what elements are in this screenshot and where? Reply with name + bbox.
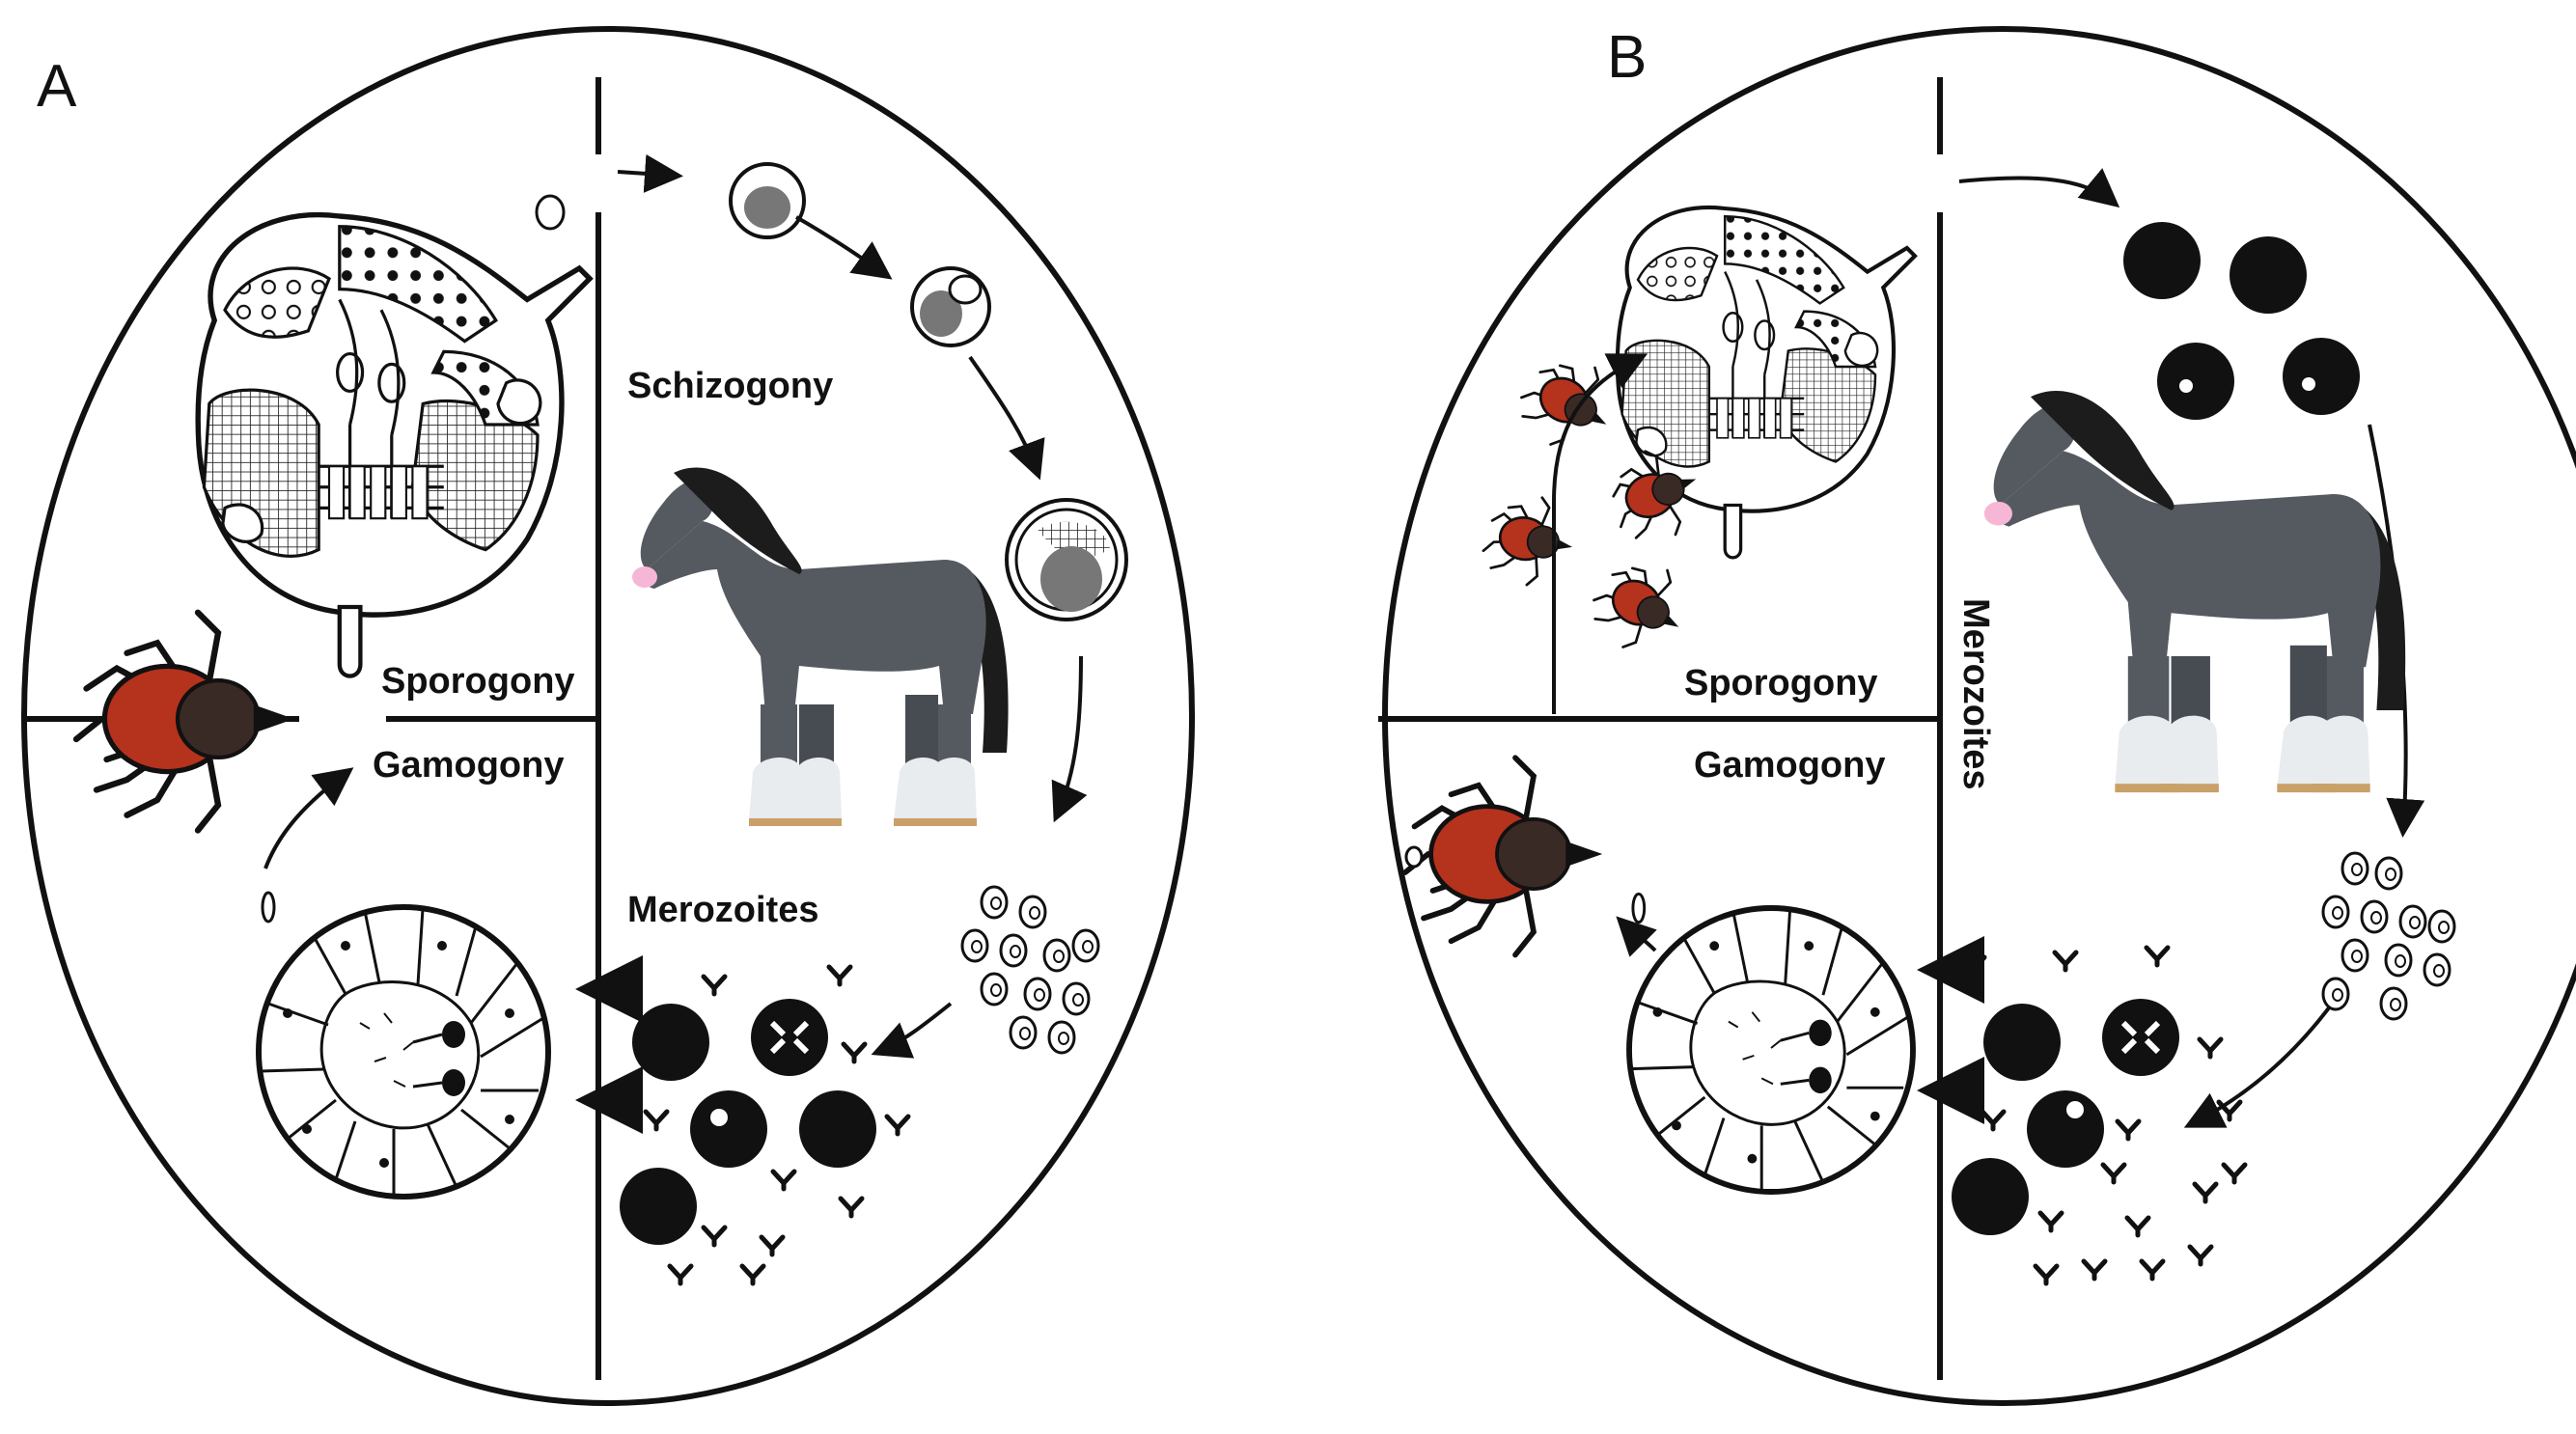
label-gamogony: Gamogony bbox=[373, 745, 564, 786]
transmission-arrow bbox=[1552, 353, 1648, 714]
infected-erythrocytes-top bbox=[2123, 222, 2360, 420]
gut-entry-arrows bbox=[575, 955, 643, 1134]
gut-entry-arrows-b bbox=[1917, 936, 1984, 1124]
label-merozoites-b: Merozoites bbox=[1955, 598, 1996, 789]
panel-b: B Sporogony Gamogony Merozoites bbox=[1378, 24, 2576, 1406]
infected-erythrocytes-b bbox=[1952, 999, 2179, 1235]
label-gamogony-b: Gamogony bbox=[1694, 745, 1885, 786]
label-schizogony: Schizogony bbox=[627, 366, 833, 406]
panel-letter-b: B bbox=[1607, 24, 1647, 91]
panel-a: A Schizogony bbox=[21, 26, 1195, 1406]
sporozoite-released bbox=[535, 194, 566, 231]
label-merozoites: Merozoites bbox=[627, 890, 818, 930]
label-sporogony-b: Sporogony bbox=[1684, 663, 1878, 703]
to-tick-arrow bbox=[1616, 916, 1657, 957]
infected-erythrocytes bbox=[620, 999, 876, 1245]
panel-letter-a: A bbox=[37, 53, 77, 120]
schizogony-cells bbox=[729, 162, 1128, 621]
egg-b bbox=[1404, 845, 1424, 869]
schizogony-arrows bbox=[617, 153, 1088, 1059]
label-sporogony: Sporogony bbox=[381, 661, 575, 702]
gamogony-arrow bbox=[263, 767, 354, 869]
